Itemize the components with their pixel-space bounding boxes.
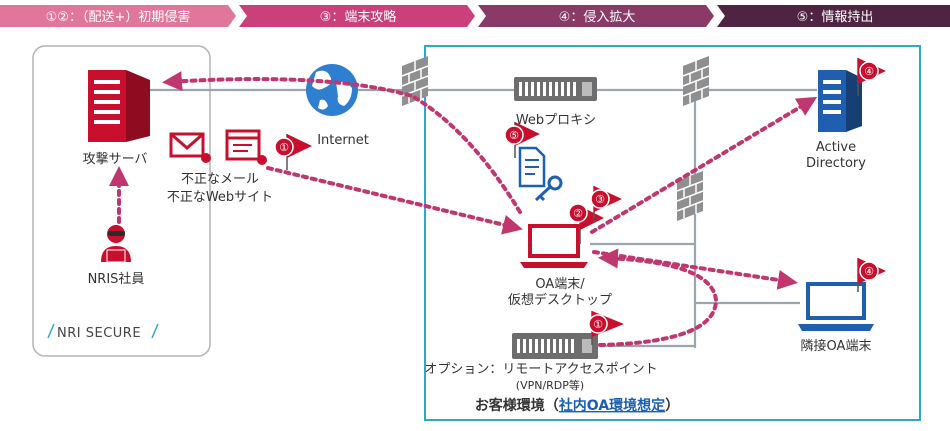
malicious-mail-icon — [169, 132, 211, 163]
oa-terminal-label-line1: OA端末/ — [535, 277, 585, 292]
phase-4-label: ⑤：情報持出 — [797, 10, 874, 25]
active-directory-label-line2: Directory — [806, 156, 866, 171]
flag-2-terminal-number: ② — [573, 207, 583, 220]
arrow-remote-ap-to-terminal — [598, 248, 719, 347]
remote-access-point-label: オプション：リモートアクセスポイント — [424, 362, 657, 377]
neighbor-oa-terminal-icon — [798, 282, 874, 331]
internet-label: Internet — [317, 133, 369, 148]
customer-environment-zone — [424, 45, 921, 421]
malicious-website-icon — [225, 129, 267, 165]
flag-5-proxy: ⑤ — [504, 122, 540, 158]
nri-secure-logo-text: NRI SECURE — [57, 326, 141, 341]
customer-environment-label: お客様環境（社内OA環境想定） — [475, 397, 679, 414]
phase-1-label: ①②：（配送+）初期侵害 — [46, 9, 191, 25]
oa-terminal-label-line2: 仮想デスクトップ — [508, 292, 612, 308]
active-directory-server-icon — [818, 70, 862, 132]
flag-1-site-number: ① — [279, 141, 289, 154]
internet-globe-icon — [306, 64, 358, 116]
firewall-proxy-icon — [682, 56, 710, 106]
flag-4-ad-number: ④ — [864, 65, 874, 78]
attack-server-label: 攻撃サーバ — [83, 151, 148, 167]
flag-4-ad: ④ — [857, 58, 886, 96]
flag-1-remote-ap: ① — [588, 311, 624, 345]
arrow-c2-to-server — [162, 71, 522, 214]
phase-1-chevron — [0, 5, 236, 27]
customer-environment-label-suffix: ） — [665, 398, 679, 414]
customer-environment-label-prefix: お客様環境（ — [475, 397, 559, 414]
attack-arrows — [109, 71, 818, 347]
malicious-mail-label: 不正なメール — [181, 172, 259, 187]
flag-1-site: ① — [274, 134, 312, 170]
flag-4-neighbor-number: ④ — [864, 265, 874, 278]
firewall-internal-icon — [676, 171, 704, 221]
flag-3-terminal-number: ③ — [595, 193, 605, 206]
flag-5-proxy-number: ⑤ — [509, 129, 519, 142]
employee-icon — [101, 225, 131, 263]
oa-terminal-icon — [520, 224, 588, 268]
arrow-site-to-terminal — [266, 166, 523, 235]
remote-access-point-icon — [512, 333, 598, 359]
remote-access-point-sublabel: (VPN/RDP等) — [516, 378, 584, 392]
attack-server-icon — [88, 70, 150, 142]
phase-banner: ①②：（配送+）初期侵害 ③：端末攻略 ④：侵入拡大 ⑤：情報持出 — [0, 5, 950, 27]
nri-secure-logo: NRI SECURE — [47, 323, 159, 341]
arrow-terminal-to-ad — [590, 96, 818, 234]
web-proxy-label: Webプロキシ — [516, 113, 596, 128]
credential-document-icon — [518, 146, 546, 188]
attacker-zone — [32, 45, 211, 357]
phase-2-chevron — [239, 5, 475, 27]
flag-3-terminal: ③ — [590, 186, 622, 222]
neighbor-oa-terminal-label: 隣接OA端末 — [801, 338, 872, 354]
phase-2-label: ③：端末攻略 — [320, 9, 397, 25]
customer-environment-label-link: 社内OA環境想定 — [558, 397, 665, 414]
web-proxy-icon — [514, 77, 597, 101]
active-directory-label-line1: Active — [816, 140, 856, 155]
employee-label: NRIS社員 — [88, 271, 145, 287]
phase-4-chevron — [717, 5, 950, 27]
phase-3-chevron — [478, 5, 714, 27]
flag-2-terminal: ② — [568, 203, 604, 244]
malicious-site-label: 不正なWebサイト — [167, 190, 273, 205]
flag-4-neighbor: ④ — [857, 258, 886, 292]
arrow-terminal-to-neighbor — [592, 250, 798, 290]
flag-1-remote-ap-number: ① — [593, 318, 603, 331]
phase-3-label: ④：侵入拡大 — [559, 9, 636, 25]
key-icon — [534, 175, 563, 202]
